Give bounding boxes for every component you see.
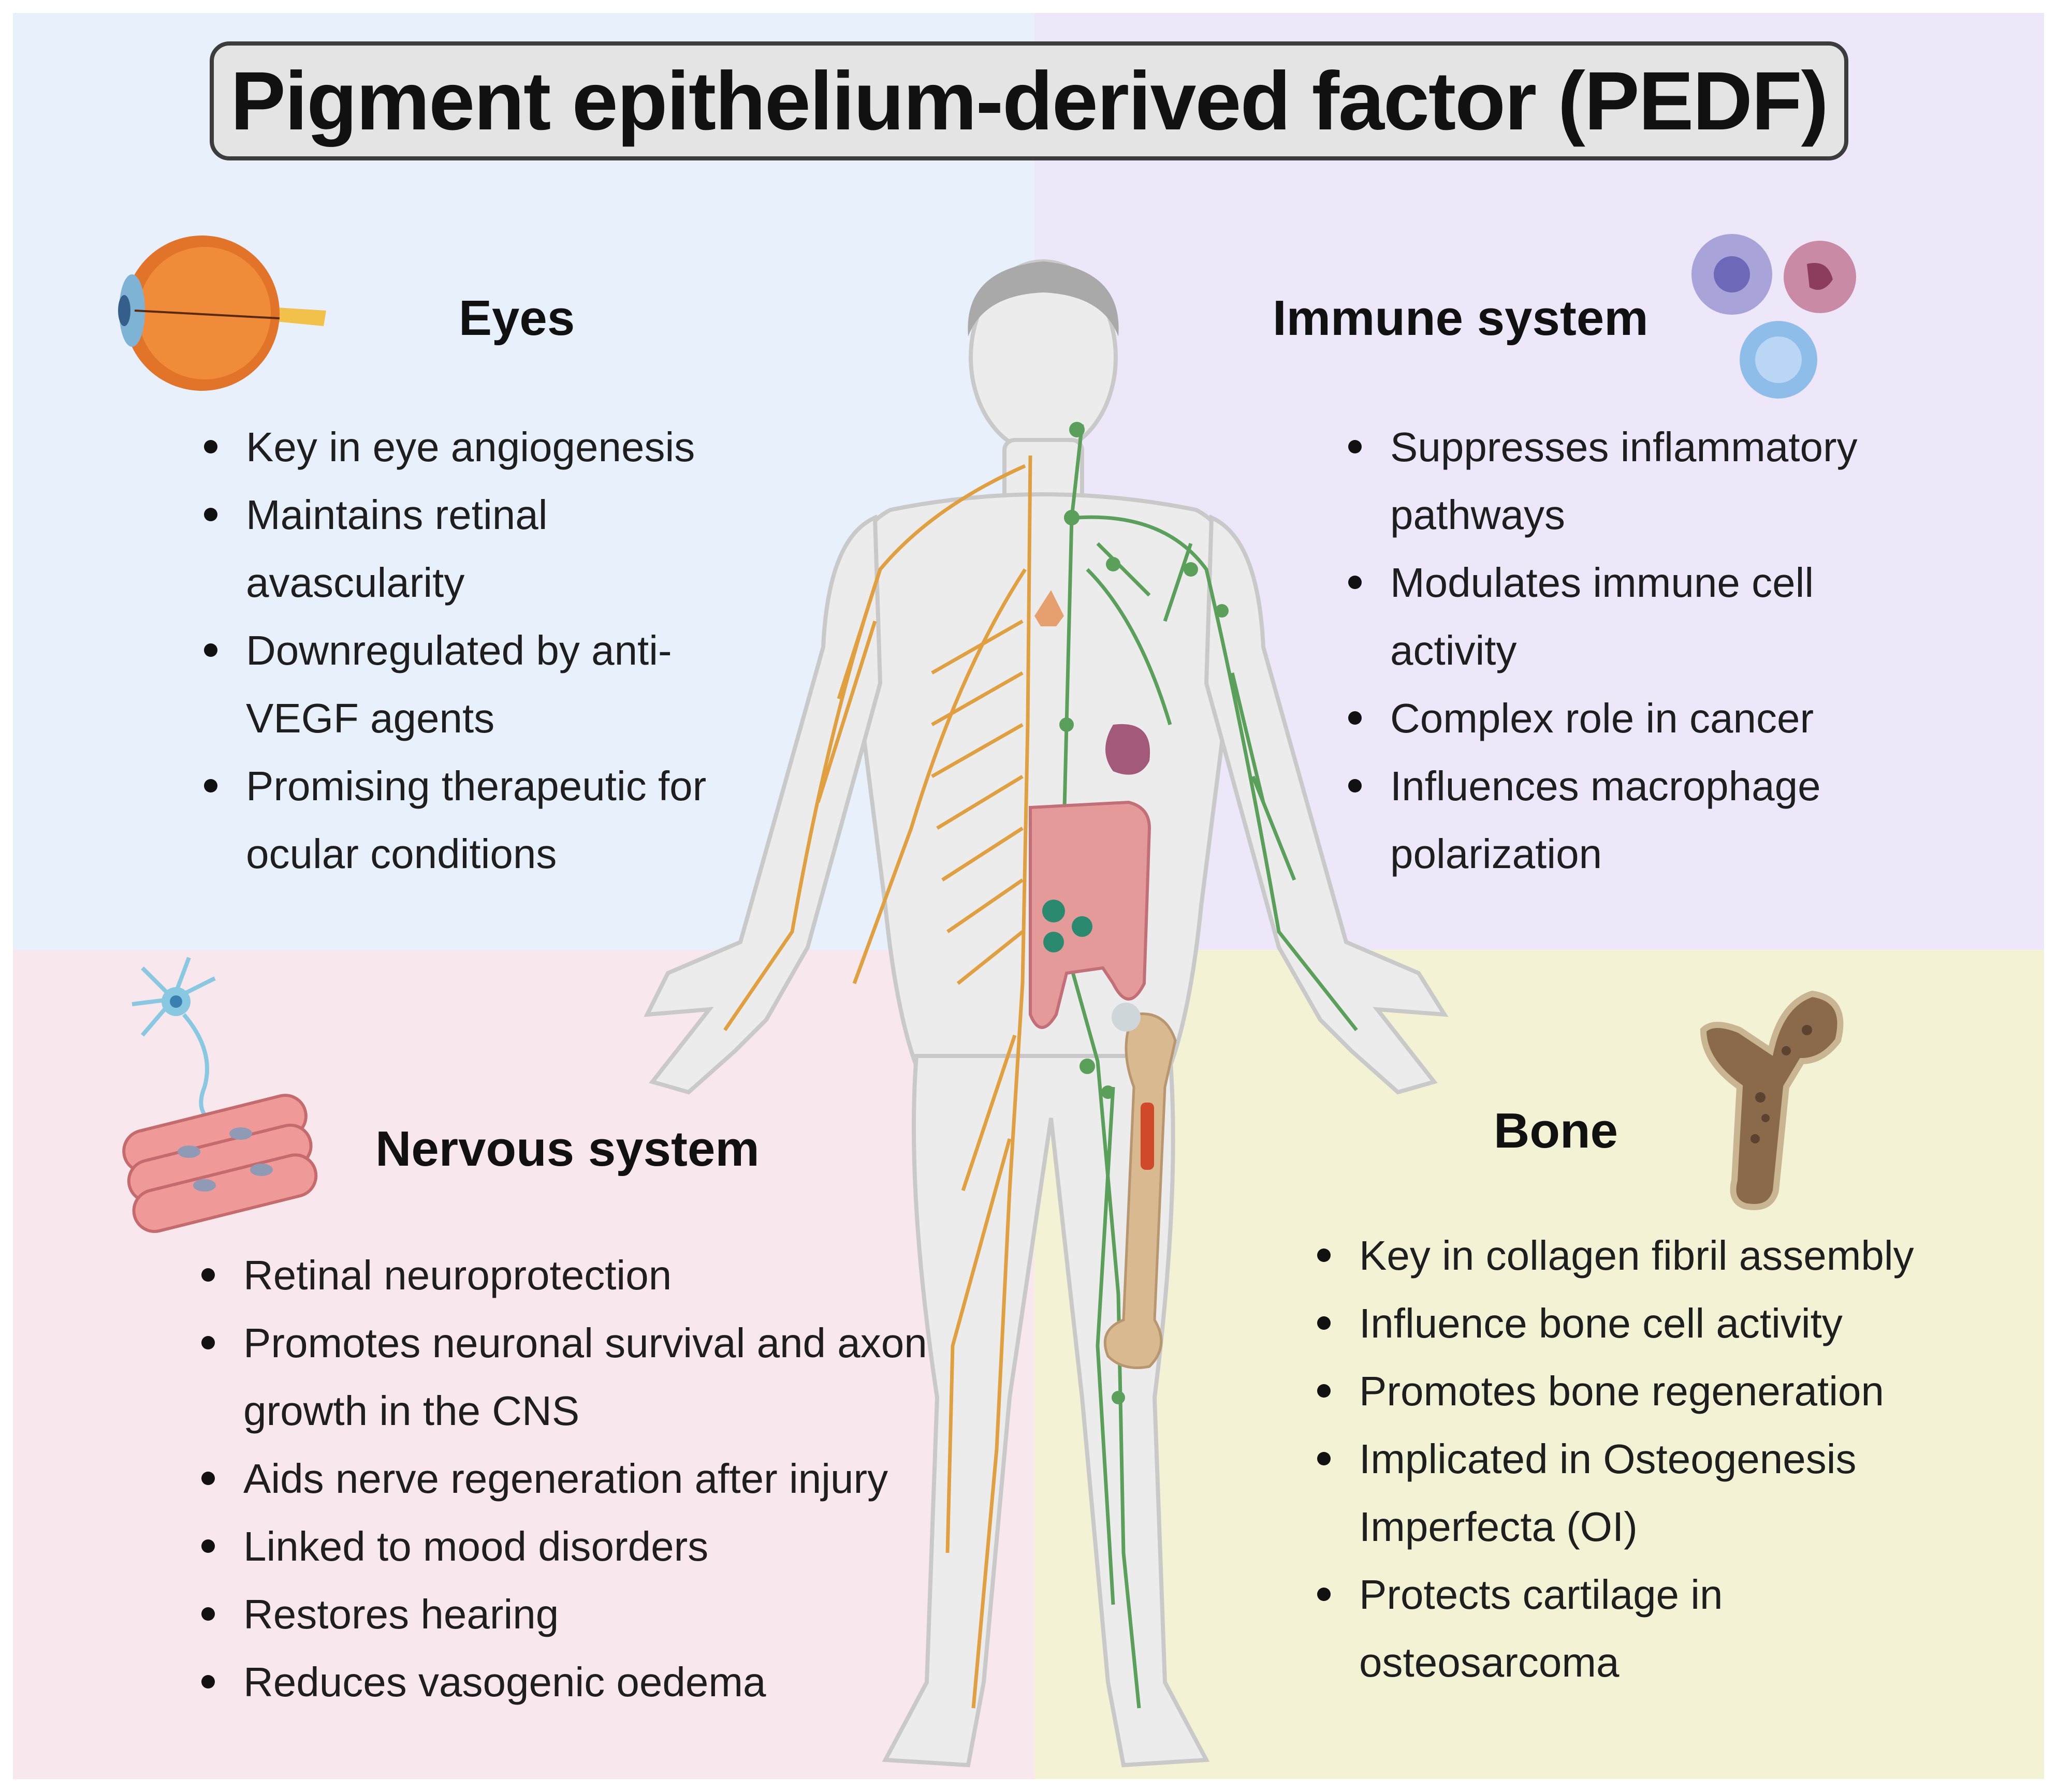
page-title: Pigment epithelium-derived factor (PEDF)	[230, 54, 1829, 147]
bone-quadrant	[1034, 950, 2044, 1779]
intestine-spots	[1042, 900, 1092, 952]
eye-icon	[118, 236, 326, 391]
bone-marrow-shape	[1141, 1103, 1154, 1170]
list-item: Complex role in cancer	[1341, 684, 1905, 752]
immune-cells-icon	[1691, 234, 1856, 399]
nerve-network	[723, 455, 1032, 1709]
nervous-heading: Nervous system	[375, 1121, 760, 1177]
femur-icon	[1700, 990, 1844, 1210]
list-item: Suppresses inflammatory pathways	[1341, 413, 1905, 549]
bone-list: Key in collagen fibril assembly Influenc…	[1310, 1222, 1978, 1696]
eyes-quadrant	[13, 13, 1034, 950]
hair-shape	[968, 261, 1119, 336]
list-item: Promotes bone regeneration	[1310, 1357, 1978, 1425]
list-item: Key in eye angiogenesis	[197, 413, 777, 481]
list-item: Influences macrophage polarization	[1341, 752, 1905, 888]
spleen-shape	[1105, 724, 1150, 775]
hip-joint-shape	[1112, 1003, 1141, 1032]
thymus-shape	[1034, 590, 1064, 626]
list-item: Promotes neuronal survival and axon grow…	[194, 1309, 929, 1445]
list-item: Downregulated by anti-VEGF agents	[197, 616, 777, 752]
intestine-shape	[1029, 800, 1151, 1029]
list-item: Implicated in Osteogenesis Imperfecta (O…	[1310, 1425, 1978, 1561]
list-item: Aids nerve regeneration after injury	[194, 1445, 929, 1512]
nervous-list: Retinal neuroprotection Promotes neurona…	[194, 1241, 929, 1716]
lymph-nodes	[1059, 422, 1229, 1404]
title-banner: Pigment epithelium-derived factor (PEDF)	[210, 41, 1848, 160]
list-item: Protects cartilage in osteosarcoma	[1310, 1561, 1978, 1696]
leg-femur-shape	[1103, 1012, 1177, 1369]
list-item: Influence bone cell activity	[1310, 1289, 1978, 1357]
list-item: Retinal neuroprotection	[194, 1241, 929, 1309]
immune-list: Suppresses inflammatory pathways Modulat…	[1341, 413, 1905, 888]
list-item: Key in collagen fibril assembly	[1310, 1222, 1978, 1289]
list-item: Restores hearing	[194, 1580, 929, 1648]
immune-heading: Immune system	[1273, 290, 1648, 346]
lymphatic-network	[1059, 424, 1358, 1709]
bone-heading: Bone	[1494, 1103, 1618, 1158]
list-item: Linked to mood disorders	[194, 1512, 929, 1580]
list-item: Modulates immune cell activity	[1341, 549, 1905, 684]
list-item: Promising therapeutic for ocular conditi…	[197, 752, 777, 888]
neuron-muscle-icon	[122, 957, 318, 1233]
list-item: Maintains retinal avascularity	[197, 481, 777, 616]
eyes-list: Key in eye angiogenesis Maintains retina…	[197, 413, 777, 888]
list-item: Reduces vasogenic oedema	[194, 1648, 929, 1716]
nervous-quadrant	[13, 950, 1034, 1779]
eyes-heading: Eyes	[459, 290, 575, 346]
